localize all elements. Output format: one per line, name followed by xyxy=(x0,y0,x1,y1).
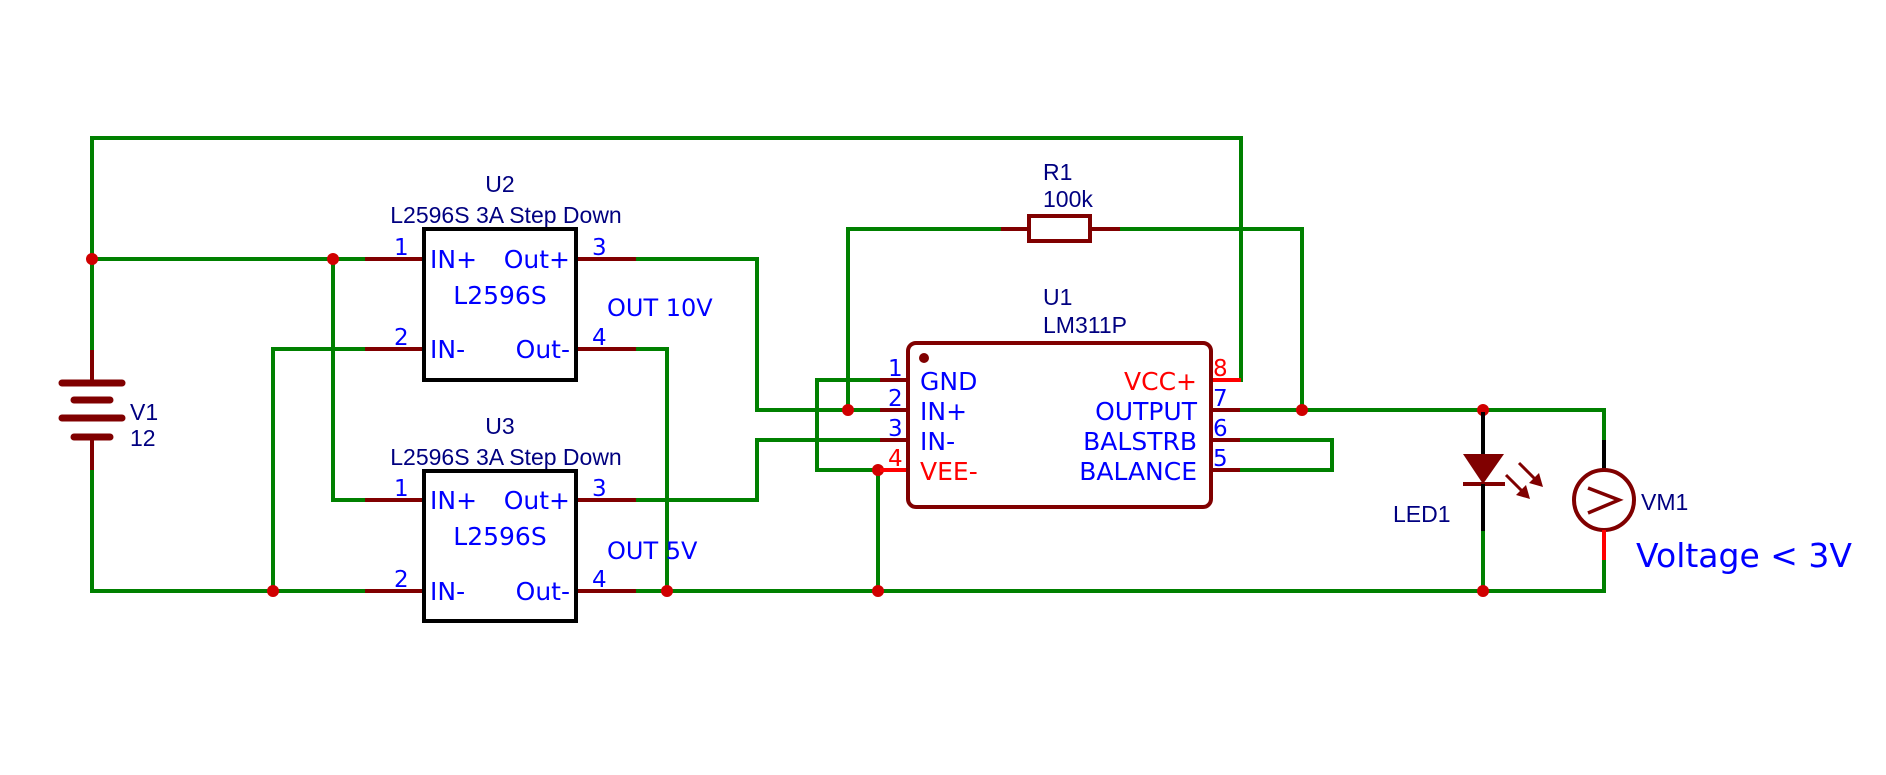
light-emission-icon xyxy=(1504,461,1543,499)
wire-u2-in-minus[interactable] xyxy=(271,347,367,593)
u2-description: L2596S 3A Step Down xyxy=(390,202,621,228)
led-triangle xyxy=(1463,454,1504,484)
u2-label-out-minus: Out- xyxy=(516,335,570,364)
u1-ref: U1 xyxy=(1043,284,1072,310)
u3-part: L2596S xyxy=(453,522,546,551)
led-ref: LED1 xyxy=(1393,501,1451,527)
regulator-u3[interactable]: U3 L2596S 3A Step Down 1 2 3 4 IN+ Out+ … xyxy=(365,413,698,623)
junction-dot xyxy=(872,464,884,476)
u1-label-output: OUTPUT xyxy=(1095,397,1198,426)
resistor-r1[interactable]: R1 100k xyxy=(1001,159,1120,243)
wire-output[interactable] xyxy=(1238,408,1606,442)
u1-pin8-number: 8 xyxy=(1213,356,1228,382)
junction-dot xyxy=(842,404,854,416)
regulator-u2[interactable]: U2 L2596S 3A Step Down 1 2 3 4 IN+ Out+ … xyxy=(365,171,713,382)
wire-bottom-left[interactable] xyxy=(90,468,367,593)
vm-ref: VM1 xyxy=(1641,489,1688,515)
u2-ref: U2 xyxy=(485,171,514,197)
junction-dot xyxy=(86,253,98,265)
u3-label-in-minus: IN- xyxy=(430,577,465,606)
junction-dot xyxy=(327,253,339,265)
junction-dot xyxy=(661,585,673,597)
u1-pin2-number: 2 xyxy=(888,386,903,412)
wire-balance-loop[interactable] xyxy=(1238,438,1334,472)
u2-pin4-number: 4 xyxy=(592,325,607,351)
u1-label-balance: BALANCE xyxy=(1079,457,1197,486)
u2-pin1-number: 1 xyxy=(394,235,409,261)
u3-net-label: OUT 5V xyxy=(607,537,698,565)
u2-label-in-plus: IN+ xyxy=(430,245,477,274)
r1-ref: R1 xyxy=(1043,159,1072,185)
u1-pin4-number: 4 xyxy=(888,446,903,472)
u2-part: L2596S xyxy=(453,281,546,310)
wire-u2-out-plus[interactable] xyxy=(634,257,882,412)
u1-pin7-number: 7 xyxy=(1213,386,1228,412)
u1-part: LM311P xyxy=(1043,312,1127,338)
wire-u2-out-minus[interactable] xyxy=(634,347,669,593)
vm-annotation: Voltage < 3V xyxy=(1636,536,1852,575)
u2-body xyxy=(422,227,578,382)
junction-dot xyxy=(872,585,884,597)
greater-than-icon xyxy=(1587,486,1624,515)
battery-value: 12 xyxy=(130,425,156,451)
u2-net-label: OUT 10V xyxy=(607,294,713,322)
u1-pin6-number: 6 xyxy=(1213,416,1228,442)
u1-pin1-marker xyxy=(919,353,929,363)
u3-pin1-number: 1 xyxy=(394,476,409,502)
u3-label-out-plus: Out+ xyxy=(504,486,570,515)
u3-label-in-plus: IN+ xyxy=(430,486,477,515)
u3-ref: U3 xyxy=(485,413,514,439)
wire-u3-in-plus[interactable] xyxy=(331,257,367,502)
u1-label-balstrb: BALSTRB xyxy=(1083,427,1197,456)
u2-label-in-minus: IN- xyxy=(430,335,465,364)
u2-pin2-number: 2 xyxy=(394,325,409,351)
junctions xyxy=(86,253,1489,597)
u3-pin4-number: 4 xyxy=(592,567,607,593)
r1-body xyxy=(1027,214,1092,243)
r1-value: 100k xyxy=(1043,186,1093,212)
comparator-u1[interactable]: U1 LM311P 1 2 3 4 8 7 6 5 GND IN+ IN- VE… xyxy=(880,284,1241,509)
u1-label-in-plus: IN+ xyxy=(920,397,967,426)
led-led1[interactable]: LED1 xyxy=(1393,412,1543,531)
wire-r1-right[interactable] xyxy=(1118,227,1304,412)
u1-pin5-number: 5 xyxy=(1213,446,1228,472)
u1-label-vee: VEE- xyxy=(920,457,978,486)
u3-label-out-minus: Out- xyxy=(516,577,570,606)
u1-label-gnd: GND xyxy=(920,367,977,396)
u1-label-vcc: VCC+ xyxy=(1124,367,1197,396)
u3-pin3-number: 3 xyxy=(592,476,607,502)
u1-body xyxy=(906,341,1213,509)
u1-pin3-number: 3 xyxy=(888,416,903,442)
wire-bottom-rail[interactable] xyxy=(634,558,1606,593)
wire-top-rail[interactable] xyxy=(90,136,1243,382)
u3-pin2-number: 2 xyxy=(394,567,409,593)
u1-pin1-number: 1 xyxy=(888,356,903,382)
u3-body xyxy=(422,469,578,623)
u2-label-out-plus: Out+ xyxy=(504,245,570,274)
battery-ref: V1 xyxy=(130,399,158,425)
voltmeter-vm1[interactable]: VM1 Voltage < 3V xyxy=(1572,440,1852,575)
vm-body xyxy=(1572,468,1636,532)
battery-v1[interactable]: V1 12 xyxy=(58,350,158,470)
wires xyxy=(90,136,1606,593)
junction-dot xyxy=(267,585,279,597)
junction-dot xyxy=(1477,585,1489,597)
junction-dot xyxy=(1296,404,1308,416)
wire-r1-left[interactable] xyxy=(846,227,1003,412)
u3-description: L2596S 3A Step Down xyxy=(390,444,621,470)
u1-label-in-minus: IN- xyxy=(920,427,955,456)
u2-pin3-number: 3 xyxy=(592,235,607,261)
junction-dot xyxy=(1477,404,1489,416)
